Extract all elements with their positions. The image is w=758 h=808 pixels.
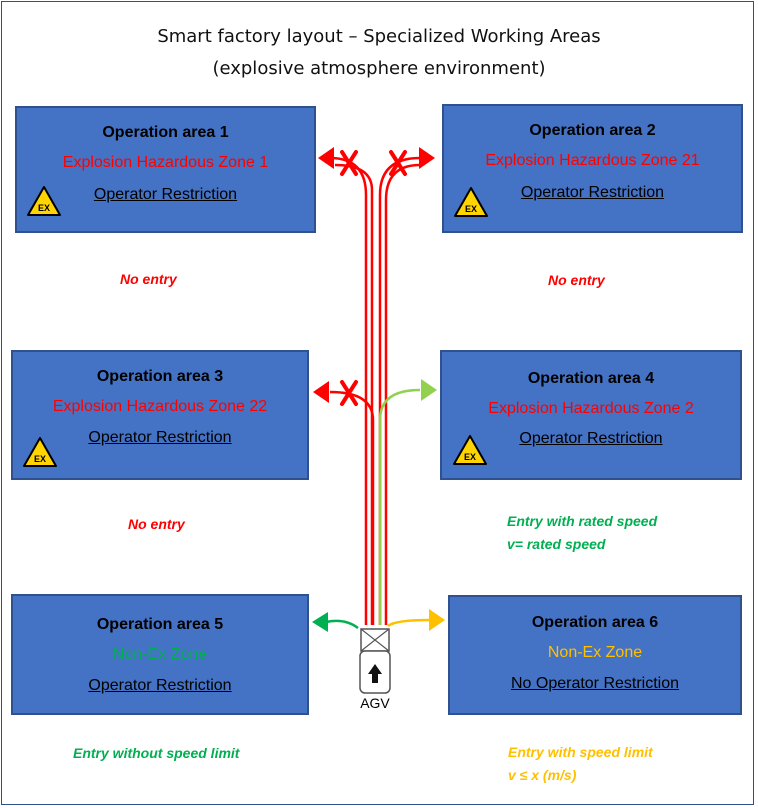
restriction-label: Operator Restriction: [93, 186, 238, 203]
note-area-2: No entry: [548, 272, 605, 288]
restriction-label: Operator Restriction: [88, 677, 232, 694]
area-title: Operation area 3: [96, 368, 224, 385]
path-to-area-6: [387, 618, 431, 628]
zone-label: Non-Ex Zone: [112, 646, 208, 663]
arrow-head-area-5: [312, 612, 328, 632]
note-area-1: No entry: [120, 271, 177, 287]
note-area-3: No entry: [128, 516, 185, 532]
ex-warning-icon: EX: [453, 435, 487, 465]
note-area-5: Entry without speed limit: [73, 745, 240, 761]
ex-warning-icon: EX: [23, 437, 57, 467]
path-to-area-4: [378, 388, 421, 625]
arrow-head-area-2: [419, 147, 435, 169]
operation-area-2: Operation area 2 Explosion Hazardous Zon…: [442, 104, 743, 233]
svg-text:EX: EX: [38, 203, 50, 213]
svg-text:EX: EX: [34, 454, 46, 464]
svg-text:EX: EX: [465, 204, 477, 214]
x-mark-area-2: [389, 150, 407, 176]
restriction-label: Operator Restriction: [88, 429, 232, 446]
zone-label: Explosion Hazardous Zone 2: [488, 400, 694, 417]
arrow-head-area-1: [318, 147, 334, 169]
zone-label: Explosion Hazardous Zone 1: [62, 154, 269, 171]
forbidden-x-marks: [340, 150, 407, 406]
svg-text:EX: EX: [464, 452, 476, 462]
path-to-area-3: [329, 390, 375, 625]
restriction-label: Operator Restriction: [520, 184, 665, 201]
path-to-area-2: [378, 156, 421, 625]
diagram-title: Smart factory layout – Specialized Worki…: [157, 26, 601, 47]
area-title: Operation area 6: [531, 614, 659, 631]
note-area-4: Entry with rated speed v= rated speed: [507, 513, 658, 552]
operation-area-1: Operation area 1 Explosion Hazardous Zon…: [15, 106, 316, 233]
ex-warning-icon: EX: [454, 187, 488, 217]
path-to-area-5: [325, 619, 359, 630]
operation-area-6: Operation area 6 Non-Ex Zone No Operator…: [448, 595, 742, 715]
forbidden-paths: [329, 156, 421, 625]
operation-area-5: Operation area 5 Non-Ex Zone Operator Re…: [11, 594, 309, 715]
operation-area-3: Operation area 3 Explosion Hazardous Zon…: [11, 350, 309, 480]
operation-area-4: Operation area 4 Explosion Hazardous Zon…: [440, 350, 742, 480]
agv-label: AGV: [360, 695, 390, 711]
arrow-head-area-3: [313, 381, 329, 403]
ex-warning-icon: EX: [27, 186, 61, 216]
restriction-label: No Operator Restriction: [510, 675, 680, 692]
x-mark-area-1: [340, 150, 358, 176]
agv-vehicle-icon: [359, 628, 391, 694]
area-title: Operation area 1: [102, 124, 229, 141]
arrow-head-area-4: [421, 379, 437, 401]
path-to-area-1-b: [334, 163, 374, 625]
note-area-6: Entry with speed limit v ≤ x (m/s): [508, 744, 653, 783]
zone-label: Non-Ex Zone: [547, 644, 643, 661]
area-title: Operation area 4: [527, 370, 655, 387]
zone-label: Explosion Hazardous Zone 22: [52, 398, 268, 415]
arrow-head-area-6: [429, 609, 445, 631]
restriction-label: Operator Restriction: [519, 430, 663, 447]
x-mark-area-3: [340, 380, 358, 406]
area-title: Operation area 2: [529, 122, 656, 139]
path-to-area-2-b: [384, 163, 421, 625]
zone-label: Explosion Hazardous Zone 21: [485, 152, 700, 169]
area-title: Operation area 5: [96, 616, 224, 633]
diagram-subtitle: (explosive atmosphere environment): [212, 58, 546, 79]
